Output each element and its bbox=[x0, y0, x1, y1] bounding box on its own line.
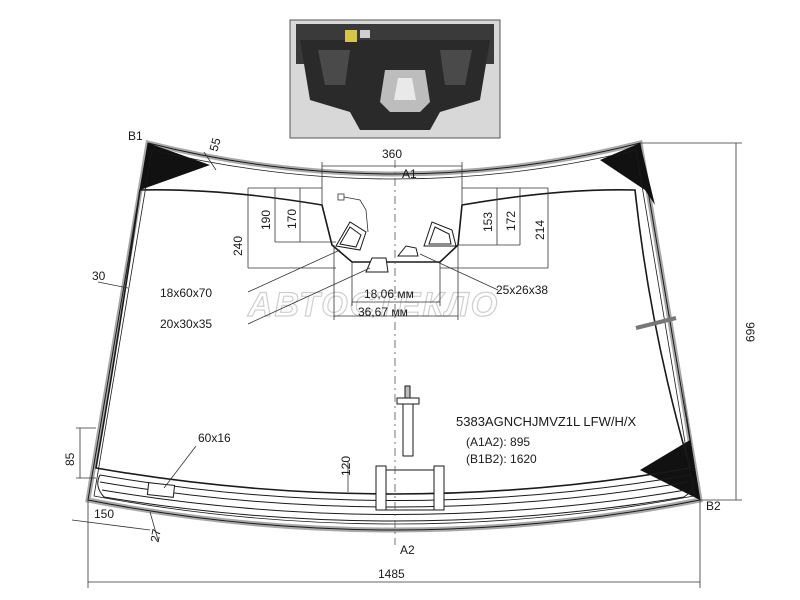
rain-sensor-wire bbox=[337, 193, 369, 233]
dim-120: 120 bbox=[339, 456, 353, 476]
dim-170: 170 bbox=[285, 209, 299, 229]
point-a2: A2 bbox=[400, 543, 415, 557]
glass-outer-edge bbox=[85, 139, 703, 533]
dim-150: 150 bbox=[94, 507, 114, 521]
dim-190: 190 bbox=[259, 210, 273, 230]
heating-lines bbox=[97, 474, 695, 522]
dim-172: 172 bbox=[504, 211, 518, 231]
part-code: 5383AGNCHJMVZ1L LFW/H/X bbox=[456, 414, 636, 429]
mount-photo bbox=[289, 19, 501, 139]
dim-214: 214 bbox=[533, 220, 547, 240]
connector-60x16 bbox=[146, 482, 176, 498]
dim-27: 27 bbox=[148, 528, 164, 544]
callout-25x26x38: 25x26x38 bbox=[496, 283, 548, 297]
callout-18x60x70: 18x60x70 bbox=[160, 286, 212, 300]
point-b2: B2 bbox=[706, 499, 721, 513]
point-a1: A1 bbox=[402, 167, 417, 181]
center-sensor bbox=[375, 385, 445, 511]
b1b2-length: (B1B2): 1620 bbox=[466, 452, 537, 466]
dim-153: 153 bbox=[481, 212, 495, 232]
mirror-bracket bbox=[335, 221, 457, 273]
dim-1485: 1485 bbox=[378, 567, 405, 581]
dimension-lines bbox=[71, 142, 742, 588]
frit-bottom-right bbox=[640, 370, 700, 500]
a1a2-length: (A1A2): 895 bbox=[466, 435, 530, 449]
point-b1: B1 bbox=[128, 129, 143, 143]
dim-85: 85 bbox=[63, 452, 77, 466]
dim-55: 55 bbox=[207, 136, 224, 153]
callout-20x30x35: 20x30x35 bbox=[160, 317, 212, 331]
callout-36mm: 36,67 мм bbox=[358, 305, 408, 319]
dim-360: 360 bbox=[382, 147, 402, 161]
watermark-text: АВТОСТЕКЛО bbox=[247, 286, 499, 324]
dim-240: 240 bbox=[231, 236, 245, 256]
dim-969: 969 bbox=[743, 322, 757, 342]
callout-18mm: 18,06 мм bbox=[364, 287, 414, 301]
glass-inner-outline bbox=[95, 189, 692, 495]
right-side-bar bbox=[635, 316, 677, 330]
dim-30: 30 bbox=[92, 269, 106, 283]
frit-top-right bbox=[600, 143, 655, 205]
callout-60x16: 60x16 bbox=[198, 431, 231, 445]
